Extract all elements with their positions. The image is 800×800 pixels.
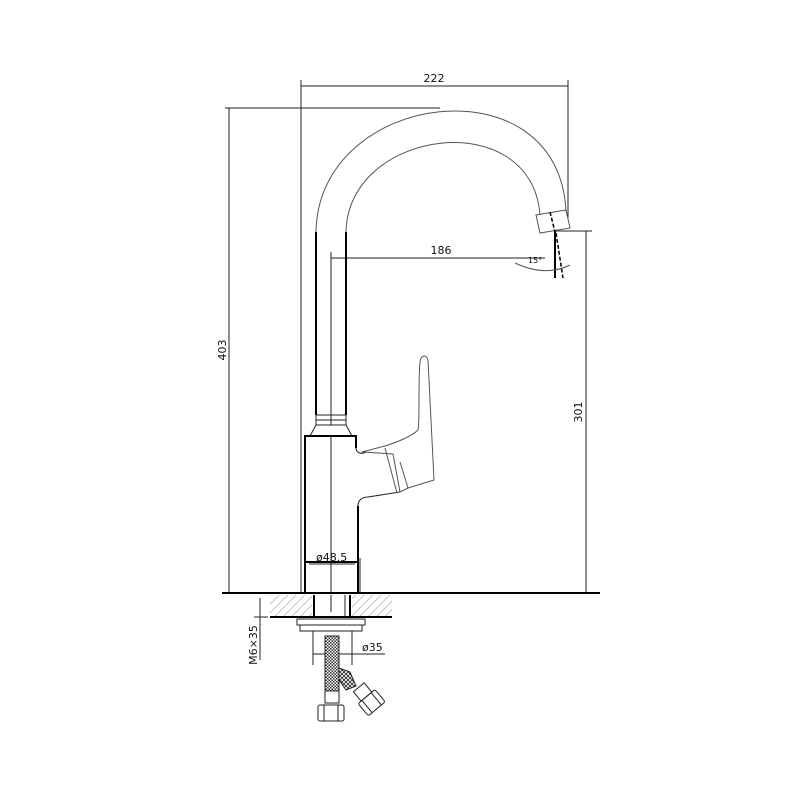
dimension-spout-reach: 186 [330, 244, 545, 425]
swivel-angle-label: 15° [528, 256, 542, 265]
hole-diameter-label: ø35 [362, 641, 383, 654]
dimension-overall-height: 403 [216, 107, 440, 592]
spout-height-label: 301 [572, 402, 585, 423]
spout-reach-label: 186 [431, 244, 452, 257]
countertop-section [222, 592, 600, 618]
dimension-overall-reach: 222 [300, 72, 569, 592]
overall-reach-label: 222 [424, 72, 445, 85]
dimension-body-diameter: ø48.5 [309, 551, 361, 592]
mounting-hardware [296, 618, 366, 665]
dimension-hole-diameter: ø35 [313, 641, 385, 655]
faucet-body [304, 435, 401, 592]
supply-hoses [317, 635, 385, 722]
dimension-mounting-thread: M6×35 [247, 598, 268, 665]
faucet-spout: 15° [315, 110, 571, 415]
faucet-handle [361, 355, 435, 494]
mounting-thread-label: M6×35 [247, 625, 260, 665]
faucet-collar [309, 414, 353, 437]
dimension-spout-height: 301 [556, 230, 592, 592]
overall-height-label: 403 [216, 340, 229, 361]
body-diameter-label: ø48.5 [316, 551, 347, 564]
